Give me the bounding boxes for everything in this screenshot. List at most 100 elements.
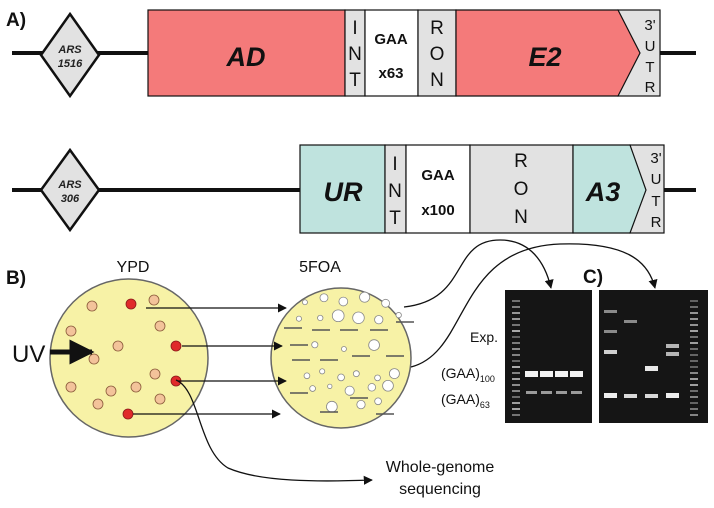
mutant-colony bbox=[125, 298, 137, 310]
ladder-band bbox=[690, 354, 698, 356]
utr-letter: U bbox=[651, 171, 662, 188]
colony bbox=[86, 300, 98, 312]
colony bbox=[154, 393, 166, 405]
gaa-segment bbox=[364, 9, 419, 97]
ladder-band bbox=[512, 300, 520, 302]
gaa100-label: (GAA)100 bbox=[441, 365, 495, 384]
colony bbox=[65, 325, 77, 337]
colony bbox=[105, 385, 117, 397]
ladder-band bbox=[512, 348, 520, 350]
gaa100-band bbox=[540, 371, 553, 377]
ron-letter: N bbox=[514, 207, 528, 228]
ladder-band bbox=[690, 384, 698, 386]
colony bbox=[154, 320, 166, 332]
gel-band bbox=[624, 394, 637, 398]
ad-segment bbox=[147, 9, 346, 97]
ladder-band bbox=[690, 330, 698, 332]
gaa-count: x100 bbox=[421, 202, 454, 219]
ladder-band bbox=[512, 360, 520, 362]
ladder-band bbox=[690, 414, 698, 416]
ladder-band bbox=[690, 312, 698, 314]
ladder-band bbox=[512, 372, 520, 374]
gel-band bbox=[645, 366, 658, 371]
panel-a-label: A) bbox=[6, 10, 26, 31]
gel-band bbox=[666, 352, 679, 356]
ron-letter: R bbox=[514, 151, 528, 172]
utr-letter: R bbox=[651, 214, 662, 231]
ladder-band bbox=[690, 300, 698, 302]
ladder-band bbox=[512, 366, 520, 368]
ladder-band bbox=[690, 396, 698, 398]
gel-band bbox=[666, 393, 679, 398]
colony bbox=[130, 381, 142, 393]
wgs-label: Whole-genome bbox=[386, 459, 495, 476]
ladder-band bbox=[512, 390, 520, 392]
colony bbox=[337, 373, 345, 382]
gel-arrow bbox=[403, 239, 554, 308]
ladder-band bbox=[512, 414, 520, 416]
e2-segment bbox=[455, 9, 641, 97]
ladder-band bbox=[690, 366, 698, 368]
colony bbox=[352, 370, 360, 378]
ladder-band bbox=[690, 318, 698, 320]
gaa100-band bbox=[570, 371, 583, 377]
gel-band bbox=[604, 350, 617, 354]
ladder-band bbox=[690, 306, 698, 308]
ypd-colonies bbox=[65, 294, 182, 420]
int-letter: N bbox=[388, 181, 402, 202]
ars-1516-diamond bbox=[39, 11, 101, 99]
int-letter: T bbox=[349, 70, 361, 91]
colony bbox=[303, 372, 311, 380]
gaa63-band bbox=[526, 391, 537, 394]
colony bbox=[319, 368, 326, 375]
ars-label: ARS bbox=[57, 44, 82, 56]
ladder-band bbox=[690, 408, 698, 410]
panel-b-label: B) bbox=[6, 268, 26, 289]
gel-2 bbox=[599, 290, 708, 423]
ron-letter: N bbox=[430, 70, 444, 91]
e2-label: E2 bbox=[528, 42, 561, 72]
colony bbox=[112, 340, 124, 352]
colony bbox=[327, 383, 333, 389]
colony bbox=[148, 294, 160, 306]
a3-label: A3 bbox=[585, 177, 621, 207]
colony bbox=[311, 341, 319, 349]
panel-c-label: C) bbox=[583, 267, 603, 288]
colony bbox=[341, 346, 347, 352]
gaa-label: GAA bbox=[421, 167, 455, 184]
utr-letter: T bbox=[645, 59, 654, 76]
exp-label: Exp. bbox=[470, 329, 498, 345]
ladder-band bbox=[690, 390, 698, 392]
ladder-band bbox=[690, 348, 698, 350]
colony bbox=[374, 315, 384, 325]
colony bbox=[367, 383, 377, 392]
colony bbox=[395, 312, 402, 319]
uv-label: UV bbox=[12, 341, 45, 368]
ladder-band bbox=[690, 360, 698, 362]
ars-number: 1516 bbox=[58, 58, 83, 70]
colony bbox=[374, 397, 382, 406]
utr-prime: 3' bbox=[644, 17, 655, 34]
wgs-arrow bbox=[175, 379, 373, 485]
ladder-band bbox=[512, 330, 520, 332]
colony bbox=[374, 374, 381, 382]
construct-2: ARS 306 UR I N T GAA x100 R O N A3 3' U … bbox=[12, 144, 696, 234]
int-letter: I bbox=[392, 154, 397, 175]
utr-letter: U bbox=[645, 38, 656, 55]
int-letter: N bbox=[348, 44, 362, 65]
ladder-band bbox=[512, 408, 520, 410]
colony bbox=[352, 311, 365, 324]
gaa-segment bbox=[405, 144, 471, 234]
colony bbox=[356, 399, 366, 410]
mutant-colony bbox=[122, 408, 134, 420]
ron-letter: O bbox=[514, 179, 529, 200]
ladder-band bbox=[512, 306, 520, 308]
gel-1-bands bbox=[512, 300, 583, 416]
ladder-band bbox=[690, 342, 698, 344]
ladder-band bbox=[512, 402, 520, 404]
5foa-title: 5FOA bbox=[299, 259, 341, 276]
ad-label: AD bbox=[226, 42, 266, 72]
utr-letter: R bbox=[645, 79, 656, 96]
ladder-band bbox=[512, 342, 520, 344]
